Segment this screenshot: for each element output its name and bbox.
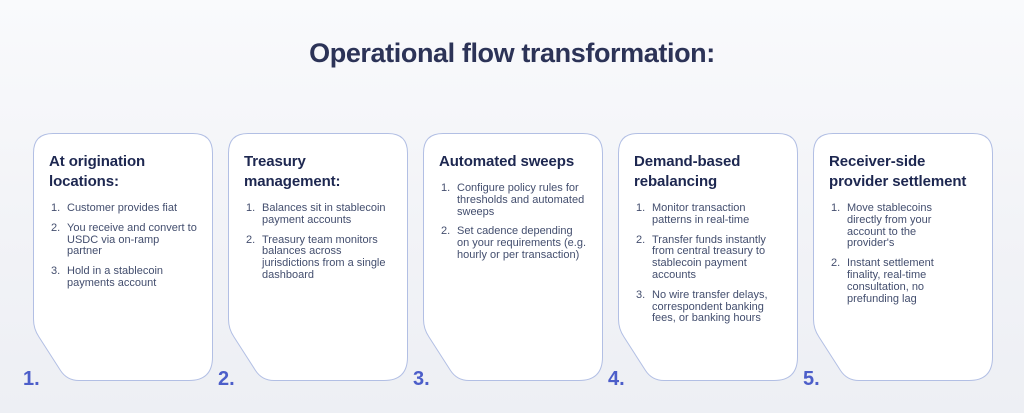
- list-item: Instant settlement finality, real-time c…: [831, 257, 934, 305]
- step-number: 5.: [803, 368, 820, 390]
- list-item: You receive and convert to USDC via on-r…: [51, 221, 197, 258]
- card-outline-shape: [813, 133, 993, 381]
- flow-card-4: Demand-based rebalancing Monitor transac…: [608, 133, 798, 390]
- card-title: Receiver-side provider settlement: [829, 153, 967, 190]
- list-item: Set cadence depending on your requiremen…: [441, 225, 587, 261]
- card-list: Balances sit in stablecoin payment accou…: [244, 202, 392, 282]
- step-number: 2.: [218, 368, 235, 390]
- card-title: Demand-based rebalancing: [634, 153, 741, 190]
- list-item: Customer provides fiat: [51, 202, 178, 214]
- flow-card-3: Automated sweeps Configure policy rules …: [413, 133, 603, 390]
- flow-card-2: Treasury management: Balances sit in sta…: [218, 133, 408, 390]
- flow-card-5: Receiver-side provider settlement Move s…: [803, 133, 993, 390]
- list-item: Hold in a stablecoin payments account: [51, 265, 164, 289]
- card-list: Configure policy rules for thresholds an…: [439, 182, 587, 262]
- card-title: Treasury management:: [244, 153, 341, 190]
- card-content: Receiver-side provider settlement Move s…: [813, 133, 993, 305]
- card-content: Demand-based rebalancing Monitor transac…: [618, 133, 798, 325]
- card-content: At origination locations: Customer provi…: [33, 133, 213, 290]
- card-list: Move stablecoins directly from your acco…: [829, 202, 977, 305]
- list-item: Monitor transaction patterns in real-tim…: [636, 202, 750, 226]
- list-item: Move stablecoins directly from your acco…: [831, 202, 932, 250]
- step-number: 4.: [608, 368, 625, 390]
- list-item: Configure policy rules for thresholds an…: [441, 182, 585, 218]
- step-number: 3.: [413, 368, 430, 390]
- card-list: Customer provides fiat You receive and c…: [49, 202, 197, 290]
- list-item: Balances sit in stablecoin payment accou…: [246, 202, 386, 226]
- flow-cards-row: At origination locations: Customer provi…: [23, 133, 993, 390]
- list-item: Transfer funds instantly from central tr…: [636, 233, 766, 281]
- flow-card-1: At origination locations: Customer provi…: [23, 133, 213, 390]
- card-content: Treasury management: Balances sit in sta…: [228, 133, 408, 282]
- list-item: Treasury team monitors balances across j…: [246, 233, 386, 281]
- page-title: Operational flow transformation:: [309, 38, 715, 68]
- step-number: 1.: [23, 368, 40, 390]
- card-title: At origination locations:: [49, 153, 146, 190]
- card-content: Automated sweeps Configure policy rules …: [423, 133, 603, 262]
- list-item: No wire transfer delays, correspondent b…: [636, 288, 768, 325]
- card-title: Automated sweeps: [439, 153, 575, 170]
- card-list: Monitor transaction patterns in real-tim…: [634, 202, 782, 325]
